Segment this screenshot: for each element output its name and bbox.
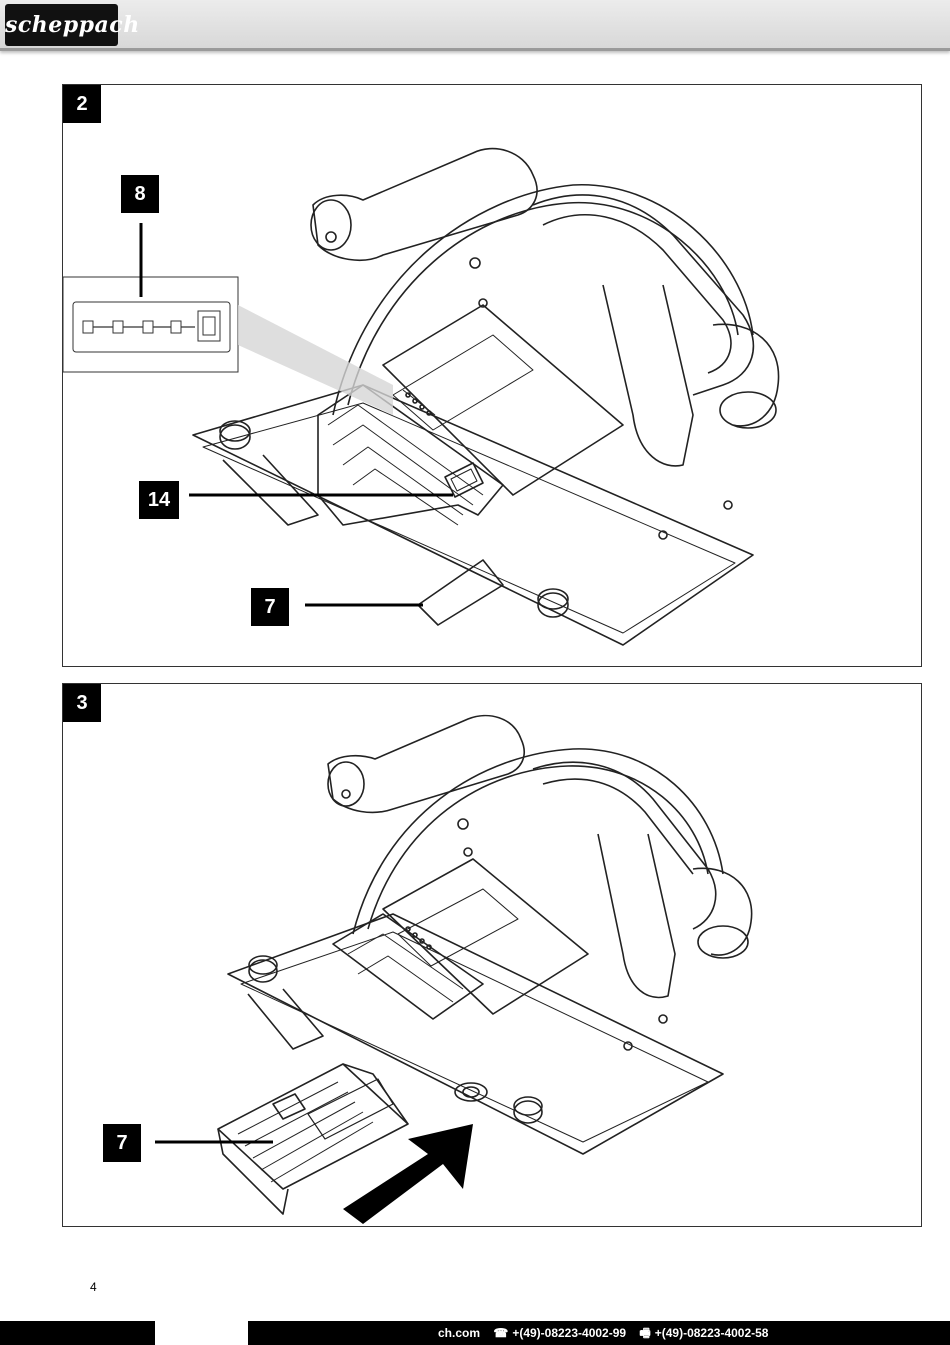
footer-bar-left [0, 1321, 155, 1345]
callout-7-figure-2: 7 [251, 588, 289, 626]
figure-3-panel: 3 7 [62, 683, 922, 1227]
insert-arrow-icon [343, 1124, 473, 1224]
figure-2-number: 2 [63, 85, 101, 123]
fax-icon: 🖷 [639, 1326, 651, 1340]
figure-3-number: 3 [63, 684, 101, 722]
callout-7-figure-3: 7 [103, 1124, 141, 1162]
saw-illustration-battery-inserted [63, 147, 780, 646]
callout-14: 14 [139, 481, 179, 519]
page-number: 4 [90, 1280, 97, 1294]
footer-phone: +(49)-08223-4002-99 [512, 1326, 627, 1340]
footer-contact: ch.com ☎+(49)-08223-4002-99 🖷+(49)-08223… [438, 1321, 778, 1345]
brand-logo: scheppach [5, 4, 139, 46]
saw-illustration-battery-removed [155, 714, 753, 1224]
led-indicator-icon [405, 392, 411, 398]
footer-fax: +(49)-08223-4002-58 [654, 1326, 769, 1340]
footer-website[interactable]: ch.com [438, 1326, 481, 1340]
page-header: scheppach [0, 0, 950, 51]
footer-bar-right [248, 1321, 950, 1345]
callout-8: 8 [121, 175, 159, 213]
phone-icon: ☎ [493, 1326, 509, 1340]
figure-2-panel: 2 8 14 7 [62, 84, 922, 667]
